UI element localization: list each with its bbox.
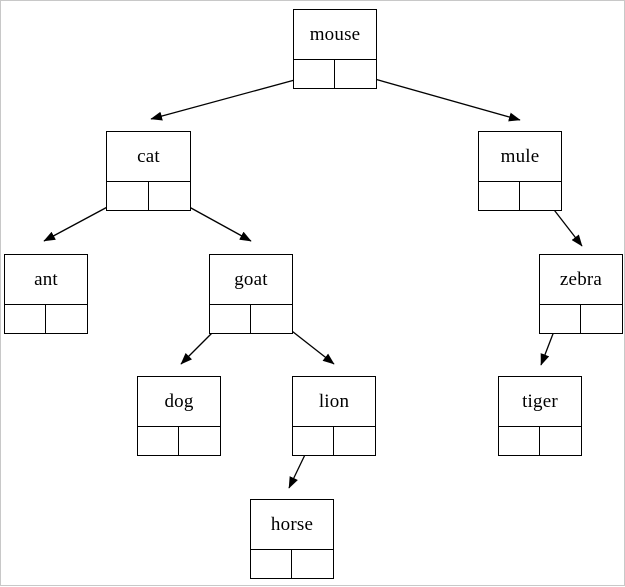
left-pointer-cell[interactable] xyxy=(540,305,581,333)
tree-node-tiger[interactable]: tiger xyxy=(498,376,582,456)
right-pointer-cell[interactable] xyxy=(292,550,333,578)
tree-node-lion[interactable]: lion xyxy=(292,376,376,456)
right-pointer-cell[interactable] xyxy=(334,427,375,455)
right-pointer-cell[interactable] xyxy=(46,305,87,333)
tree-node-pointer-cells xyxy=(5,305,87,333)
tree-node-pointer-cells xyxy=(251,550,333,578)
tree-node-label: dog xyxy=(138,377,220,427)
right-pointer-cell[interactable] xyxy=(335,60,376,88)
tree-node-label: mule xyxy=(479,132,561,182)
tree-node-pointer-cells xyxy=(479,182,561,210)
left-pointer-cell[interactable] xyxy=(5,305,46,333)
edge-mouse-to-cat xyxy=(150,74,314,121)
left-pointer-cell[interactable] xyxy=(499,427,540,455)
tree-node-pointer-cells xyxy=(107,182,190,210)
right-pointer-cell[interactable] xyxy=(251,305,292,333)
tree-node-label: lion xyxy=(293,377,375,427)
right-pointer-cell[interactable] xyxy=(581,305,622,333)
tree-node-pointer-cells xyxy=(138,427,220,455)
tree-node-ant[interactable]: ant xyxy=(4,254,88,334)
left-pointer-cell[interactable] xyxy=(479,182,520,210)
tree-node-pointer-cells xyxy=(293,427,375,455)
right-pointer-cell[interactable] xyxy=(149,182,191,210)
right-pointer-cell[interactable] xyxy=(179,427,220,455)
edge-mouse-to-mule xyxy=(356,73,521,122)
left-pointer-cell[interactable] xyxy=(210,305,251,333)
tree-node-pointer-cells xyxy=(540,305,622,333)
tree-node-dog[interactable]: dog xyxy=(137,376,221,456)
tree-node-label: tiger xyxy=(499,377,581,427)
left-pointer-cell[interactable] xyxy=(251,550,292,578)
tree-node-label: zebra xyxy=(540,255,622,305)
tree-node-mule[interactable]: mule xyxy=(478,131,562,211)
tree-node-label: ant xyxy=(5,255,87,305)
left-pointer-cell[interactable] xyxy=(293,427,334,455)
tree-node-mouse[interactable]: mouse xyxy=(293,9,377,89)
tree-node-label: mouse xyxy=(294,10,376,60)
right-pointer-cell[interactable] xyxy=(540,427,581,455)
tree-node-cat[interactable]: cat xyxy=(106,131,191,211)
right-pointer-cell[interactable] xyxy=(520,182,561,210)
tree-node-pointer-cells xyxy=(294,60,376,88)
tree-node-horse[interactable]: horse xyxy=(250,499,334,579)
left-pointer-cell[interactable] xyxy=(138,427,179,455)
tree-node-zebra[interactable]: zebra xyxy=(539,254,623,334)
tree-node-pointer-cells xyxy=(210,305,292,333)
tree-node-label: horse xyxy=(251,500,333,550)
tree-node-goat[interactable]: goat xyxy=(209,254,293,334)
tree-node-label: goat xyxy=(210,255,292,305)
left-pointer-cell[interactable] xyxy=(294,60,335,88)
left-pointer-cell[interactable] xyxy=(107,182,149,210)
tree-node-pointer-cells xyxy=(499,427,581,455)
tree-node-label: cat xyxy=(107,132,190,182)
